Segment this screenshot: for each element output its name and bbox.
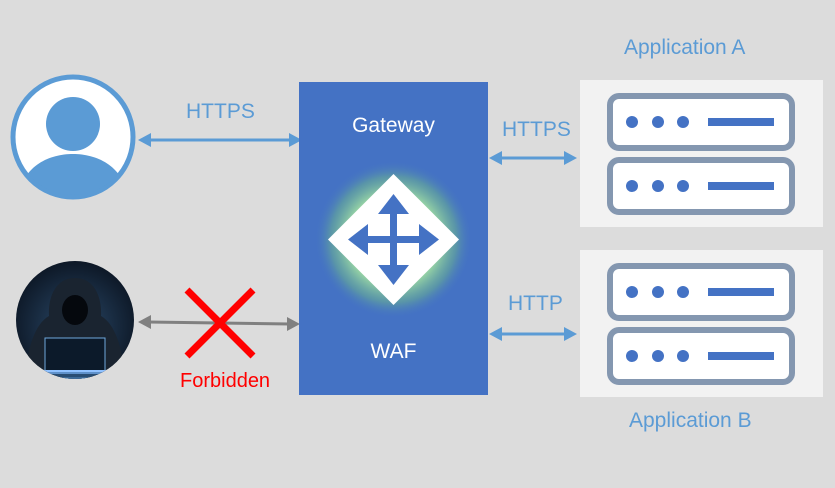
gateway-app-b-arrow [489, 327, 577, 341]
app-a-title: Application A [624, 36, 746, 59]
gateway-title: Gateway [352, 114, 435, 137]
user-icon [10, 74, 136, 200]
app-b-protocol: HTTP [508, 292, 563, 315]
blocked-icon [184, 287, 256, 359]
app-a-panel [580, 80, 823, 227]
gateway-diamond-icon [314, 160, 473, 319]
gateway-subtitle: WAF [370, 340, 417, 363]
gateway-app-a-arrow [489, 151, 577, 165]
user-link-protocol: HTTPS [186, 100, 255, 123]
attacker-avatar [15, 260, 135, 380]
app-a-protocol: HTTPS [502, 118, 571, 141]
server-icon [607, 93, 795, 215]
user-gateway-arrow [138, 133, 302, 147]
app-b-panel [580, 250, 823, 397]
user-avatar [8, 72, 138, 202]
gateway-box: Gateway WAF [299, 82, 488, 395]
hacker-icon [16, 261, 134, 379]
server-icon [607, 263, 795, 385]
forbidden-label: Forbidden [180, 370, 271, 392]
app-b-title: Application B [629, 409, 752, 432]
